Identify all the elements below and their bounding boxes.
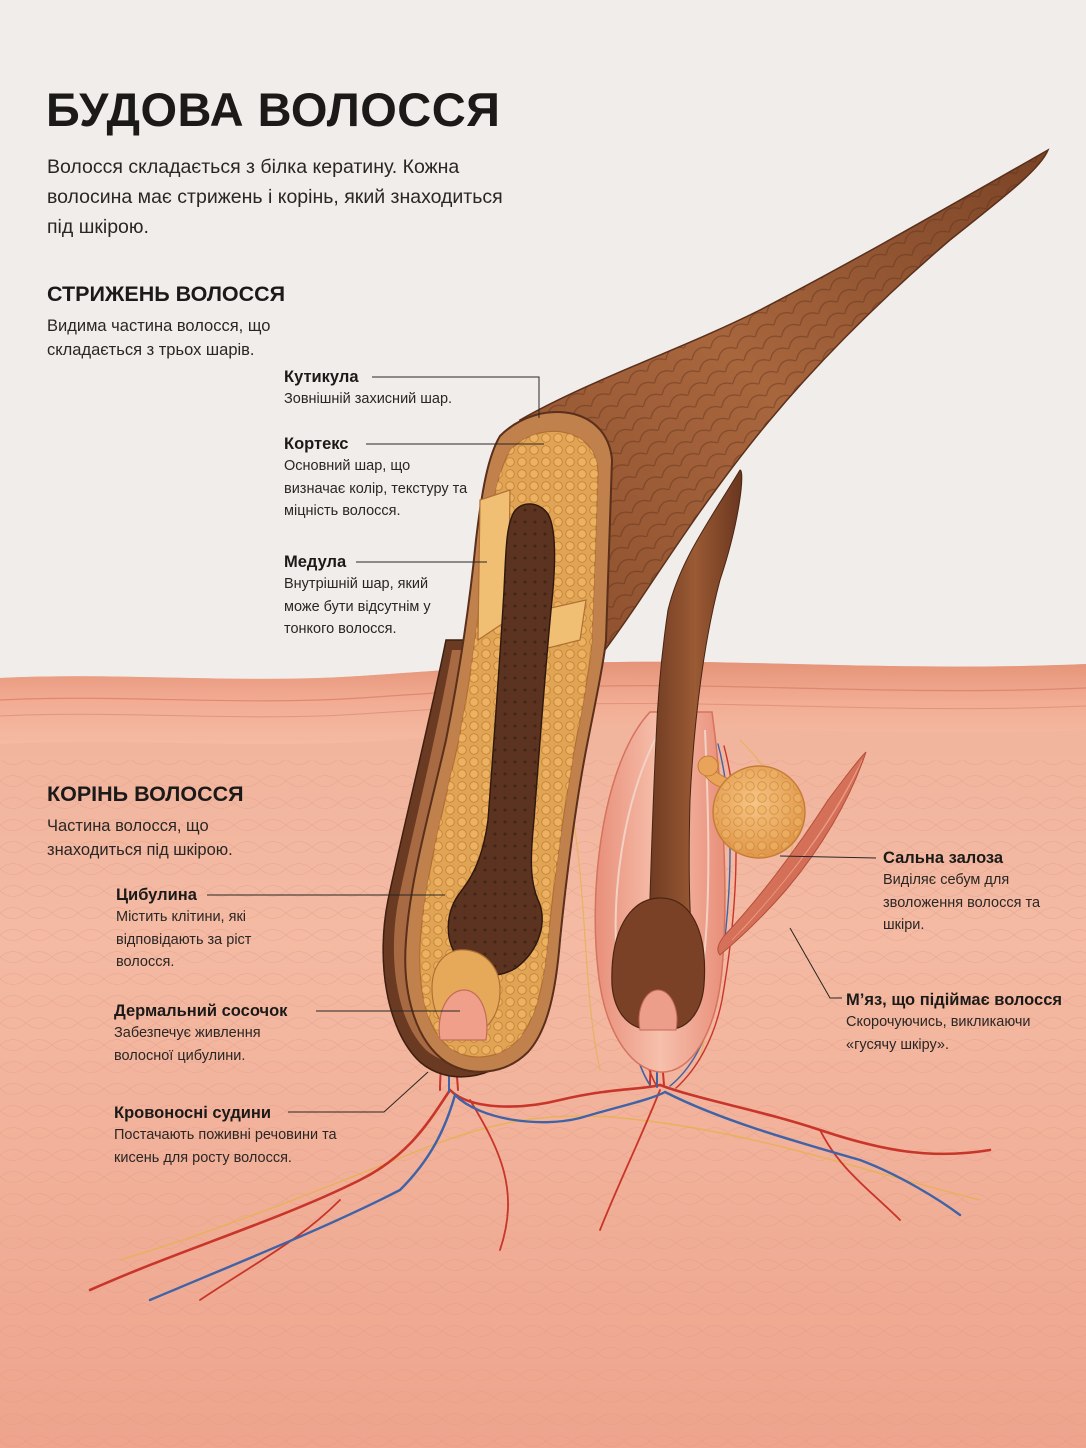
label-bulb-text: Містить клітини, які відповідають за ріс… (116, 909, 252, 970)
label-cuticle-title: Кутикула (284, 368, 359, 386)
sebaceous-gland-cells (715, 768, 803, 856)
label-sebaceous: Сальна залоза Виділяє себум для зволожен… (883, 847, 1053, 937)
label-bulb: Цибулина Містить клітини, які відповідаю… (116, 884, 286, 974)
artery (199, 1089, 901, 1301)
root-section: КОРІНЬ ВОЛОССЯ Частина волосся, що знахо… (47, 781, 297, 862)
label-medulla-text: Внутрішній шар, який може бути відсутнім… (284, 576, 431, 637)
leader-line-cuticle (372, 376, 540, 418)
label-medulla-title: Медула (284, 553, 347, 571)
label-vessels-title: Кровоносні судини (114, 1104, 272, 1122)
label-medulla: Медула Внутрішній шар, який може бути ві… (284, 551, 452, 641)
shaft-heading: СТРИЖЕНЬ ВОЛОССЯ (47, 282, 286, 306)
arrector-pili-muscle (717, 751, 867, 956)
intro-text: Волосся складається з білка кератину. Ко… (47, 156, 503, 238)
leader-lines (207, 376, 877, 1113)
label-bulb-title: Цибулина (116, 886, 197, 904)
shaft-description: Видима частина волосся, що складається з… (47, 317, 271, 359)
dermal-papilla (438, 989, 488, 1041)
label-muscle-title: М’яз, що підіймає волосся (846, 991, 1063, 1009)
medulla-pores (448, 503, 555, 975)
label-cuticle: Кутикула Зовнішній захисний шар. (284, 366, 484, 411)
leader-line-muscle (789, 927, 842, 999)
label-muscle-text: Скорочуючись, викликаючи «гусячу шкіру». (846, 1014, 1031, 1053)
page-title: БУДОВА ВОЛОССЯ (46, 83, 501, 136)
label-cortex-title: Кортекс (284, 435, 349, 453)
label-vessels: Кровоносні судини Постачають поживні реч… (114, 1102, 360, 1169)
shaft-section: СТРИЖЕНЬ ВОЛОССЯ Видима частина волосся,… (47, 281, 307, 362)
label-sebaceous-text: Виділяє себум для зволоження волосся та … (883, 872, 1041, 933)
thin-hair-bulb (611, 897, 706, 1029)
label-papilla: Дермальний сосочок Забезпечує живлення в… (114, 1000, 314, 1067)
sebaceous-duct-cap (697, 755, 719, 777)
root-heading: КОРІНЬ ВОЛОССЯ (47, 782, 244, 806)
label-vessels-text: Постачають поживні речовини та кисень дл… (114, 1127, 337, 1166)
thin-hair-root (647, 469, 743, 965)
label-muscle: М’яз, що підіймає волосся Скорочуючись, … (846, 989, 1071, 1056)
hair-shaft-scales (520, 150, 1048, 662)
muscle-fibers (731, 759, 863, 941)
label-sebaceous-title: Сальна залоза (883, 849, 1004, 867)
label-papilla-text: Забезпечує живлення волосної цибулини. (114, 1025, 261, 1064)
label-cortex-text: Основний шар, що визначає колір, текстур… (284, 458, 468, 519)
leader-line-vessels (288, 1071, 429, 1113)
root-description: Частина волосся, що знаходиться під шкір… (47, 817, 233, 859)
label-cuticle-text: Зовнішній захисний шар. (284, 391, 453, 407)
leader-line-sebaceous (779, 855, 877, 859)
label-papilla-title: Дермальний сосочок (114, 1002, 288, 1020)
vein (148, 1090, 962, 1302)
nerve-fiber (119, 1115, 981, 1261)
thin-hair-papilla (638, 989, 678, 1031)
label-cortex: Кортекс Основний шар, що визначає колір,… (284, 433, 472, 523)
